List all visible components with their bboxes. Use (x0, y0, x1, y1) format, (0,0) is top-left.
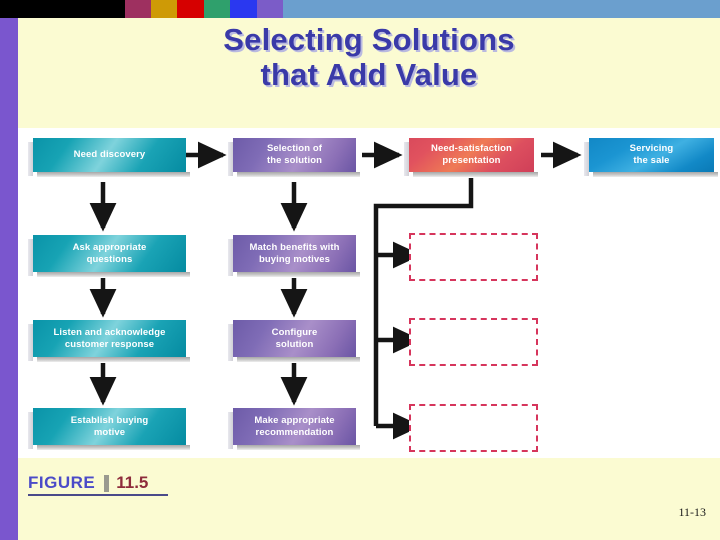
flow-box-line-1: Listen and acknowledge (53, 326, 166, 338)
flow-box-line-2: buying motives (258, 253, 331, 265)
flow-box-label: Make appropriate recommendation (250, 415, 338, 439)
flow-box-match-benefits-with-buying-motives[interactable]: Match benefits with buying motives (228, 235, 360, 277)
topbar-seg-magenta (125, 0, 151, 18)
page-title: Selecting Solutions that Add Value (18, 22, 720, 92)
flow-box-line-2: questions (86, 253, 133, 265)
figure-number: 11.5 (116, 473, 149, 492)
flow-box-line-1: Configure (271, 326, 318, 338)
flow-box-listen-and-acknowledge-customer-response[interactable]: Listen and acknowledge customer response (28, 320, 190, 362)
flow-box-servicing-the-sale[interactable]: Servicing the sale (584, 138, 718, 177)
topbar-seg-gold (151, 0, 177, 18)
flow-box-make-appropriate-recommendation[interactable]: Make appropriate recommendation (228, 408, 360, 450)
flow-box-label: Establish buying motive (67, 415, 153, 439)
flow-box-selection-of-the-solution[interactable]: Selection of the solution (228, 138, 360, 177)
flow-box-line-2: recommendation (255, 426, 334, 438)
flow-box-label: Listen and acknowledge customer response (49, 327, 169, 351)
top-color-bar (0, 0, 720, 18)
topbar-seg-green (204, 0, 230, 18)
page-title-line-2: that Add Value (260, 57, 478, 92)
flow-box-label: Match benefits with buying motives (245, 242, 343, 266)
flow-box-establish-buying-motive[interactable]: Establish buying motive (28, 408, 190, 450)
flow-box-label: Need discovery (70, 149, 150, 161)
flow-box-line-1: Need discovery (73, 149, 146, 160)
flow-box-line-1: Make appropriate (254, 414, 335, 426)
topbar-seg-red (177, 0, 204, 18)
flow-box-line-1: Need-satisfaction (431, 143, 512, 154)
flow-box-line-1: Selection of (266, 143, 323, 154)
flow-box-blank-3[interactable] (409, 404, 538, 452)
flow-box-label: Need-satisfaction presentation (427, 143, 516, 167)
page-title-line-1: Selecting Solutions (223, 22, 515, 57)
flow-box-label: Ask appropriate questions (69, 242, 151, 266)
page-number: 11-13 (678, 505, 706, 519)
topbar-seg-blue (230, 0, 257, 18)
topbar-seg-violet (257, 0, 283, 18)
flow-box-line-1: Match benefits with (249, 241, 340, 253)
flow-box-line-2: solution (275, 338, 314, 350)
figure-label: FIGURE (28, 473, 96, 492)
topbar-seg-steel-blue (283, 0, 720, 18)
flow-box-line-2: the sale (633, 155, 670, 166)
flow-box-label: Selection of the solution (263, 143, 326, 167)
topbar-seg-black (0, 0, 125, 18)
flow-box-line-1: Servicing (629, 143, 674, 154)
figure-underline (28, 494, 168, 496)
flow-box-label: Servicing the sale (626, 143, 678, 167)
flow-box-line-2: customer response (64, 338, 155, 350)
flow-box-need-discovery[interactable]: Need discovery (28, 138, 190, 177)
flow-box-configure-solution[interactable]: Configure solution (228, 320, 360, 362)
figure-caption-row: FIGURE 11.5 (28, 473, 168, 493)
figure-divider-bar (104, 475, 110, 492)
flow-box-blank-1[interactable] (409, 233, 538, 281)
flow-box-line-1: Ask appropriate (72, 241, 147, 253)
flow-box-blank-2[interactable] (409, 318, 538, 366)
flow-box-label: Configure solution (268, 327, 322, 351)
flow-box-line-2: motive (93, 426, 126, 438)
figure-caption: FIGURE 11.5 (28, 473, 168, 496)
flow-box-ask-appropriate-questions[interactable]: Ask appropriate questions (28, 235, 190, 277)
flow-box-need-satisfaction-presentation[interactable]: Need-satisfaction presentation (404, 138, 538, 177)
diagram-panel: Need discovery Ask appropriate questions… (18, 128, 720, 458)
flow-box-line-1: Establish buying (70, 414, 149, 426)
flow-box-line-2: presentation (442, 155, 501, 166)
left-sidebar-bar (0, 18, 18, 540)
flow-box-line-2: the solution (266, 155, 322, 166)
